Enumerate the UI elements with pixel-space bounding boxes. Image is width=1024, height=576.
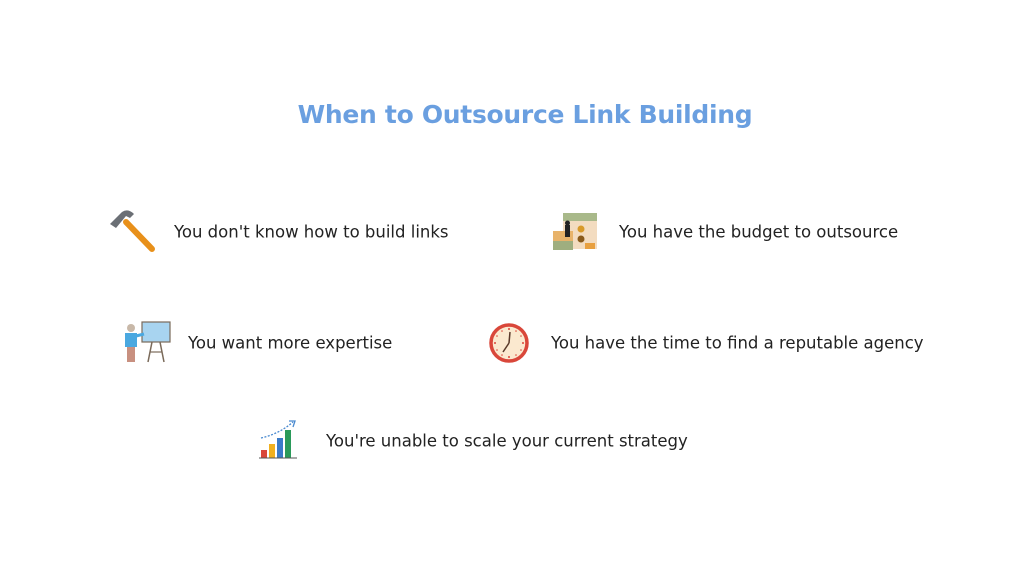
hammer-icon xyxy=(110,210,155,252)
presentation-icon xyxy=(125,321,171,363)
item-label: You're unable to scale your current stra… xyxy=(326,431,688,451)
item-label: You have the time to find a reputable ag… xyxy=(551,333,924,353)
growth-chart-icon xyxy=(259,420,297,459)
item-label: You don't know how to build links xyxy=(174,222,449,242)
budget-icon xyxy=(553,213,597,250)
item-label: You have the budget to outsource xyxy=(619,222,899,242)
page-title: When to Outsource Link Building xyxy=(297,100,753,129)
item-label: You want more expertise xyxy=(188,333,393,353)
clock-icon xyxy=(489,323,529,363)
